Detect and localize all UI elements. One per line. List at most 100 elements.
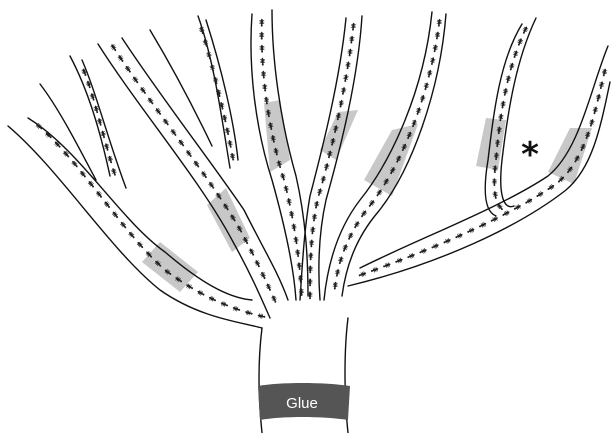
band-lower-left [142,242,198,292]
ant-icon [296,262,302,270]
ant-icon [295,249,301,257]
ant-icon [220,301,229,308]
ant-icon [588,118,595,127]
ant-icon [169,128,177,137]
ant-icon [260,58,265,66]
ant-icon [244,310,253,317]
ant-icon [323,163,330,172]
ant-icon [110,43,118,52]
ant-icon [466,227,475,235]
ant-icon [162,117,170,126]
ant-icon [230,152,236,161]
ant-icon [185,149,193,158]
ant-icon [293,236,299,244]
ant-icon [62,150,71,159]
ant-icon [259,45,264,53]
ant-icon [262,83,268,91]
ant-icon [95,190,104,199]
ant-icon [505,75,512,84]
ant-icon [320,175,327,184]
ant-icon [524,197,533,205]
ant-icon [358,271,367,278]
ant-icon [103,200,112,209]
ant-icon [382,262,391,269]
ant-icon [496,202,505,211]
ant-icon [111,167,118,176]
ant-icon [299,288,304,296]
ant-icon [521,25,529,34]
ant-icon [232,305,241,312]
ant-icon [209,64,216,73]
ant-icon [261,71,266,79]
ant-icon [259,19,264,27]
ant-icon [370,266,379,273]
ant-icon [111,210,120,219]
ant-icon [478,221,487,229]
band-left-center [207,188,250,252]
ant-icon [227,140,233,149]
ant-icon [601,68,607,77]
ant-icon [309,239,314,247]
ant-icon [311,213,317,221]
ant-icon [455,232,464,240]
ant-icon [343,74,349,83]
ant-icon [419,94,426,103]
ant-icon [367,199,376,208]
ant-icon [298,275,303,283]
ant-icon [131,75,139,84]
ant-icon [502,88,508,97]
ant-icon [119,221,128,230]
ant-icon [212,76,219,85]
ant-icon [85,80,92,89]
shaded-bands [142,100,592,292]
glue-label: Glue [286,395,318,412]
ant-icon [259,32,264,40]
ant-icon [139,86,147,95]
ant-icon [117,54,125,63]
ant-icon [423,82,430,91]
ant-icon [313,200,319,209]
ant-icon [146,96,154,105]
ant-icon [501,210,510,218]
ant-icon [598,81,604,90]
ant-icon [192,160,200,169]
ant-icon [308,252,313,260]
ant-icon [289,210,295,219]
ant-icon [353,220,361,229]
branch-right-inner [501,18,536,207]
ant-icon [177,138,185,147]
ant-icon [259,271,267,280]
ant-icon [546,183,555,191]
ant-icon [512,50,519,59]
branch-left2-tip-b [198,16,230,168]
branch-left2-tip-a [150,30,212,146]
ant-icon [415,107,422,116]
branch-left-tip-c [82,60,126,188]
ant-icon [334,268,340,277]
ant-icon [81,68,88,77]
ant-icon [265,283,273,292]
ant-icon [592,106,599,115]
ant-icon [337,256,344,265]
ant-icon [224,127,230,136]
ant-icon [429,57,435,66]
tree-outline [8,10,610,433]
ant-icon [308,265,313,273]
ant-icon [332,281,338,289]
ant-icon [291,223,297,231]
ant-icon [257,313,266,319]
ant-icon [595,93,602,102]
ant-icon [87,180,96,189]
branch-left2-tip-c [206,20,238,160]
ant-icon [436,19,442,27]
ant-icon [340,87,346,96]
ant-icon [248,247,256,256]
ant-icon [283,185,289,194]
ant-icon [516,37,523,46]
glue-band: Glue [258,383,350,420]
ant-icon [426,69,433,78]
ant-icon [492,178,497,186]
ant-icon [286,198,292,207]
